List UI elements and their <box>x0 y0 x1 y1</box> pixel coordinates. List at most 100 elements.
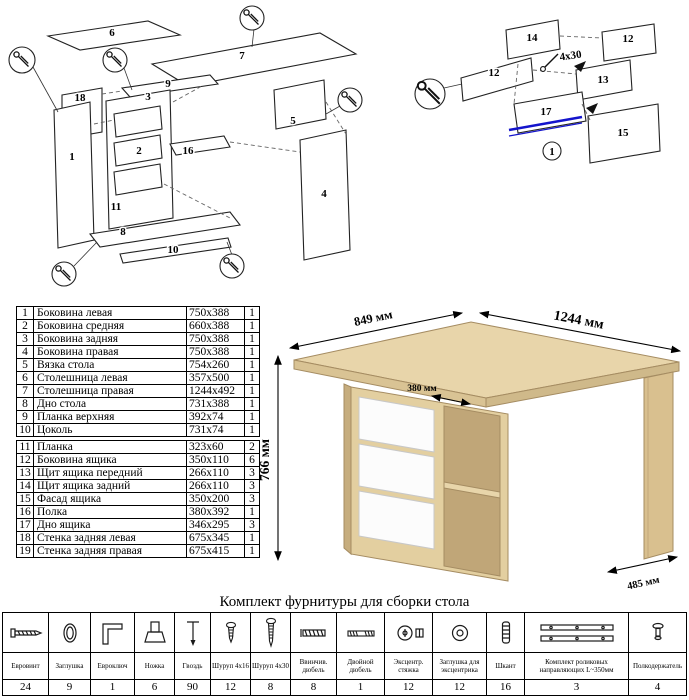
part-size: 266x110 <box>186 466 245 480</box>
part-size: 392x74 <box>186 410 245 424</box>
hardware-item-qty: 4 <box>654 681 661 693</box>
parts-table-row: 14 Щит ящика задний 266x110 3 <box>16 479 260 493</box>
parts-table-row: 9 Планка верхняя 392x74 1 <box>16 410 260 424</box>
hardware-item: Шуруп 4x16 12 <box>211 613 251 695</box>
panel-5-tie <box>273 79 327 130</box>
callout-label: 16 <box>183 145 195 157</box>
hardware-item-qty: 12 <box>403 681 414 693</box>
nail-icon <box>175 613 210 653</box>
callout-label: 9 <box>165 78 171 90</box>
desk-top-edge-right <box>485 361 680 408</box>
desk-body <box>293 321 680 582</box>
part-size: 675x415 <box>186 544 245 558</box>
cam-cover-icon <box>433 613 486 653</box>
hardware-item-qty: 9 <box>66 681 73 693</box>
hardware-item: Гвоздь 90 <box>175 613 211 695</box>
drawer-front-bottom <box>358 490 435 550</box>
parts-table-row: 2 Боковина средняя 660x388 1 <box>16 319 260 333</box>
parts-table-row: 1 Боковина левая 750x388 1 <box>16 306 260 320</box>
panel-9-top-plank <box>120 74 220 98</box>
parts-table-main: 1 Боковина левая 750x388 1 2 Боковина ср… <box>16 306 260 437</box>
parts-table-row: 19 Стенка задняя правая 675x415 1 <box>16 544 260 558</box>
parts-table-row: 4 Боковина правая 750x388 1 <box>16 345 260 359</box>
part-number: 10 <box>16 423 34 437</box>
part-name: Щит ящика передний <box>33 466 187 480</box>
screw-4x16-icon <box>211 613 250 653</box>
panel-17-bottom <box>513 91 587 134</box>
callout-label: 8 <box>120 226 126 238</box>
parts-table-row: 17 Дно ящика 346x295 3 <box>16 518 260 532</box>
part-name: Вязка стола <box>33 358 187 372</box>
callout-label: 4 <box>321 188 327 200</box>
part-number: 6 <box>16 371 34 385</box>
callout-label: 18 <box>75 92 87 104</box>
hardware-item: Ножка 6 <box>135 613 175 695</box>
hardware-item-qty: 1 <box>357 681 364 693</box>
panel-12-side-left <box>460 57 534 102</box>
panel-14-back <box>505 19 561 60</box>
drawer-box-bottom <box>113 163 163 196</box>
callout-label: 15 <box>618 127 630 139</box>
part-size: 750x388 <box>186 306 245 320</box>
callout-label: 13 <box>598 74 610 86</box>
part-size: 731x388 <box>186 397 245 411</box>
compartment-shelf <box>443 481 501 499</box>
hardware-item-qty: 6 <box>151 681 158 693</box>
callout-label: 10 <box>168 244 180 256</box>
callout-label: 14 <box>527 32 539 44</box>
hardware-item-name: Заглушка <box>49 653 90 680</box>
dim-height-label: 766 мм <box>257 439 272 481</box>
parts-table-row: 15 Фасад ящика 350x200 3 <box>16 492 260 506</box>
part-name: Боковина правая <box>33 345 187 359</box>
hardware-item-name: Гвоздь <box>175 653 210 680</box>
part-size: 357x500 <box>186 371 245 385</box>
fastener-detail-callouts <box>8 5 363 287</box>
part-size: 731x74 <box>186 423 245 437</box>
part-size: 675x345 <box>186 531 245 545</box>
part-qty: 1 <box>244 423 260 437</box>
hardware-item-qty: 12 <box>225 681 236 693</box>
direction-arrows <box>574 61 598 114</box>
hardware-item: Шкант 16 <box>487 613 525 695</box>
part-qty: 1 <box>244 544 260 558</box>
part-number: 11 <box>16 440 34 454</box>
desk-panels <box>46 20 358 264</box>
cabinet-left-edge <box>343 383 352 556</box>
dim-width-label: 1244 мм <box>552 308 605 332</box>
drawer-panels <box>460 19 661 164</box>
assembly-guide-lines <box>93 85 347 219</box>
screw-size-label: 4x30 <box>559 48 583 63</box>
assembly-guide-lines <box>513 35 603 121</box>
drawer-box-middle <box>113 134 163 167</box>
part-number: 4 <box>16 345 34 359</box>
part-name: Боковина ящика <box>33 453 187 467</box>
panel-15-facade <box>587 103 661 164</box>
parts-table-row: 11 Планка 323x60 2 <box>16 440 260 454</box>
double-dowel-icon <box>337 613 384 653</box>
threaded-dowel-icon <box>291 613 336 653</box>
part-name: Фасад ящика <box>33 492 187 506</box>
part-qty: 1 <box>244 505 260 519</box>
part-size: 754x260 <box>186 358 245 372</box>
part-name: Столешница левая <box>33 371 187 385</box>
panel-4-right-side <box>299 129 351 261</box>
part-name: Стенка задняя правая <box>33 544 187 558</box>
panel-12-side-right <box>601 23 657 62</box>
part-number: 17 <box>16 518 34 532</box>
drawer-slide-highlight <box>508 115 583 137</box>
hardware-item-name: Заглушка для эксцентрика <box>433 653 486 680</box>
hardware-item-name: Шуруп 4x16 <box>211 653 250 680</box>
dim-left-depth-label: 849 мм <box>353 307 394 329</box>
assembled-desk-render: 849 мм 1244 мм 766 мм 380 мм 485 мм <box>257 307 682 592</box>
parts-table-row: 6 Столешница левая 357x500 1 <box>16 371 260 385</box>
hardware-item-qty: 90 <box>187 681 198 693</box>
desk-top-surface <box>293 321 680 399</box>
panel-10-plinth <box>119 237 232 264</box>
hardware-item: Комплект роликовых направляющих L~350мм … <box>525 613 629 695</box>
drawer-front-middle <box>358 443 435 500</box>
parts-table-row: 8 Дно стола 731x388 1 <box>16 397 260 411</box>
callout-label: 17 <box>541 106 553 118</box>
callout-label: 2 <box>136 145 142 157</box>
furniture-leg-icon <box>135 613 174 653</box>
